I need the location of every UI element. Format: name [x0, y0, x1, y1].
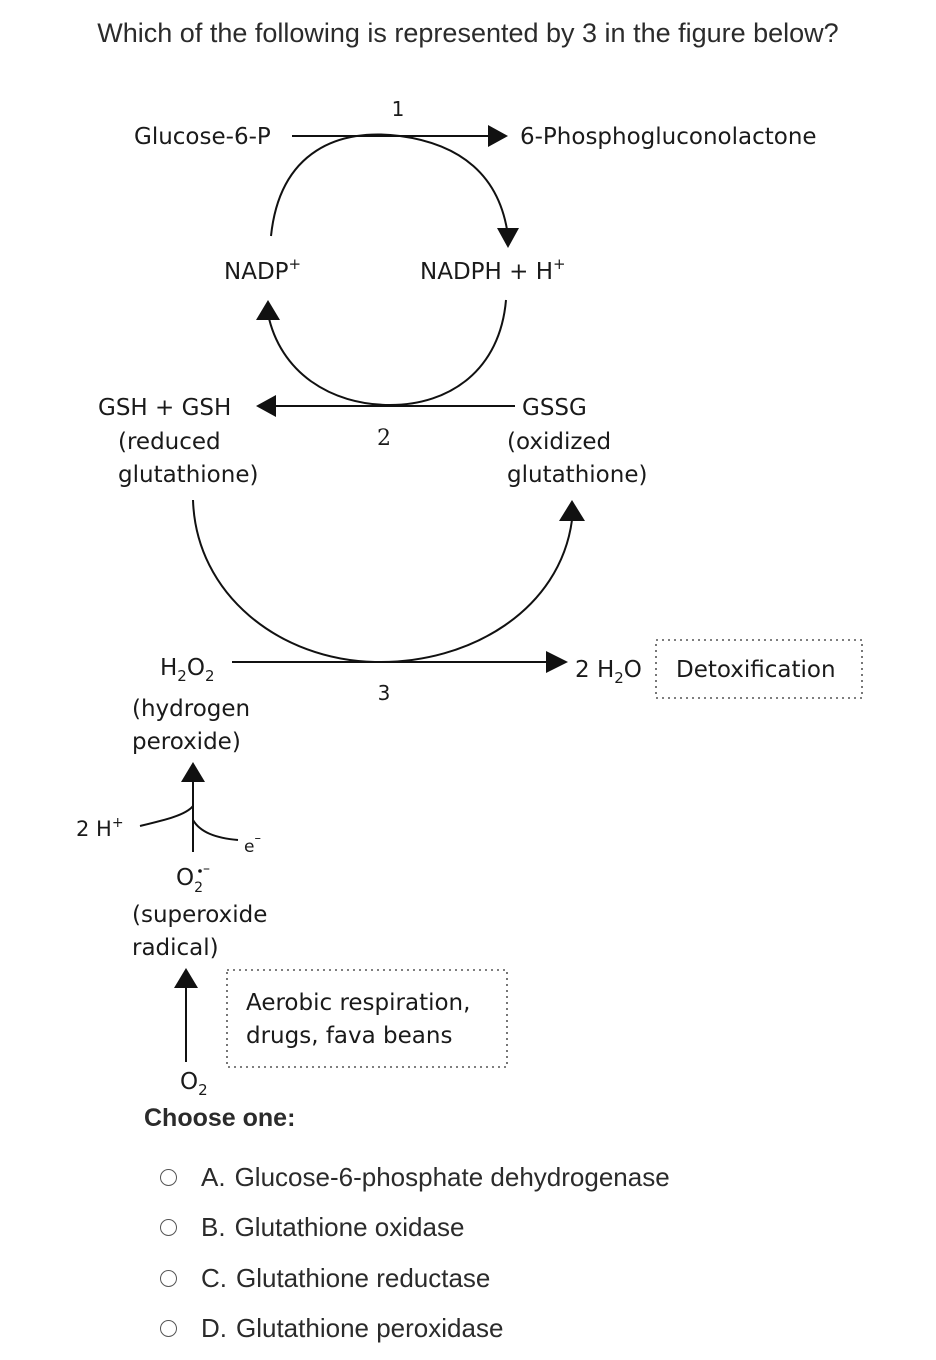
curve-electron: [192, 819, 239, 841]
gssg-glutathione-label: glutathione): [507, 462, 647, 488]
glucose-6-p-label: Glucose-6-P: [134, 124, 271, 150]
step-2-label: 2: [377, 426, 391, 451]
svg-text:2 H+: 2 H+: [76, 815, 124, 841]
gssg-oxidized-label: (oxidized: [507, 429, 611, 455]
superoxide-label: O2–: [176, 861, 210, 896]
source-box: [226, 969, 508, 1068]
source-line-1: Aerobic respiration,: [246, 990, 470, 1016]
step-1-label: 1: [392, 97, 405, 121]
option-letter: A.: [201, 1161, 226, 1192]
choose-one-label: Choose one:: [144, 1104, 296, 1132]
nadph-label: NADPH + H+: [420, 255, 566, 285]
arrowhead-h2o2: [181, 762, 205, 782]
arrowhead-1: [488, 125, 508, 147]
answer-options: A. Glucose-6-phosphate dehydrogenase B. Gl…: [160, 1152, 670, 1354]
svg-text:NADPH + H+: NADPH + H+: [420, 255, 566, 285]
option-label: Glutathione peroxidase: [236, 1313, 504, 1344]
phosphogluconolactone-label: 6-Phosphogluconolactone: [520, 124, 817, 150]
option-label: Glutathione oxidase: [234, 1212, 465, 1243]
detoxification-box: [655, 639, 863, 699]
radio-button-icon[interactable]: [160, 1219, 177, 1237]
nadp-label: NADP+: [224, 255, 301, 285]
curve-2h-plus: [139, 805, 194, 827]
source-line-2: drugs, fava beans: [246, 1023, 452, 1049]
option-d[interactable]: D. Glutathione peroxidase: [160, 1304, 670, 1355]
arrowhead-nadph: [497, 228, 519, 248]
superoxide-radical-label-2: radical): [132, 935, 219, 961]
o2-label: O2: [180, 1069, 208, 1099]
arc-nadp-to-nadph: [270, 133, 509, 237]
option-b[interactable]: B. Glutathione oxidase: [160, 1203, 670, 1254]
electron-label: e–: [244, 831, 261, 857]
arrowhead-gssg: [559, 500, 585, 521]
svg-text:2 H2O: 2 H2O: [575, 657, 642, 687]
arrowhead-nadp: [256, 300, 280, 320]
option-label: Glucose-6-phosphate dehydrogenase: [234, 1161, 670, 1192]
svg-text:O2–: O2–: [176, 861, 210, 896]
radio-button-icon[interactable]: [160, 1269, 177, 1287]
svg-text:NADP+: NADP+: [224, 255, 301, 285]
gsh-glutathione-label: glutathione): [118, 462, 258, 488]
svg-text:H2O2: H2O2: [160, 655, 215, 685]
gsh-reduced-label: (reduced: [118, 429, 221, 455]
radio-button-icon[interactable]: [160, 1320, 177, 1338]
arc-gsh-to-gssg: [192, 499, 573, 664]
gssg-label: GSSG: [522, 395, 587, 421]
superoxide-radical-label: (superoxide: [132, 902, 267, 928]
pentose-phosphate-glutathione-diagram: 1 Glucose-6-P 6-Phosphogluconolactone NA…: [76, 97, 863, 1099]
step-3-label: 3: [378, 681, 391, 705]
arrowhead-3: [546, 651, 568, 673]
svg-text:O2: O2: [180, 1069, 208, 1099]
gsh-label: GSH + GSH: [98, 395, 231, 421]
arc-nadph-to-nadp: [267, 299, 507, 407]
option-letter: D.: [201, 1313, 227, 1344]
water-label: 2 H2O: [575, 657, 642, 687]
option-letter: B.: [201, 1212, 226, 1243]
arrowhead-2: [256, 395, 276, 417]
h2o2-peroxide-label: peroxide): [132, 729, 241, 755]
option-letter: C.: [201, 1262, 227, 1293]
detoxification-label: Detoxification: [676, 657, 836, 683]
option-c[interactable]: C. Glutathione reductase: [160, 1253, 670, 1304]
arrowhead-superoxide: [174, 968, 198, 988]
option-label: Glutathione reductase: [236, 1262, 491, 1293]
question-text: Which of the following is represented by…: [97, 18, 839, 48]
h2o2-label: H2O2: [160, 655, 215, 685]
radio-button-icon[interactable]: [160, 1168, 177, 1186]
option-a[interactable]: A. Glucose-6-phosphate dehydrogenase: [160, 1152, 670, 1203]
h2o2-hydrogen-label: (hydrogen: [132, 696, 250, 722]
two-h-plus-label: 2 H+: [76, 815, 124, 841]
svg-text:e–: e–: [244, 831, 261, 857]
